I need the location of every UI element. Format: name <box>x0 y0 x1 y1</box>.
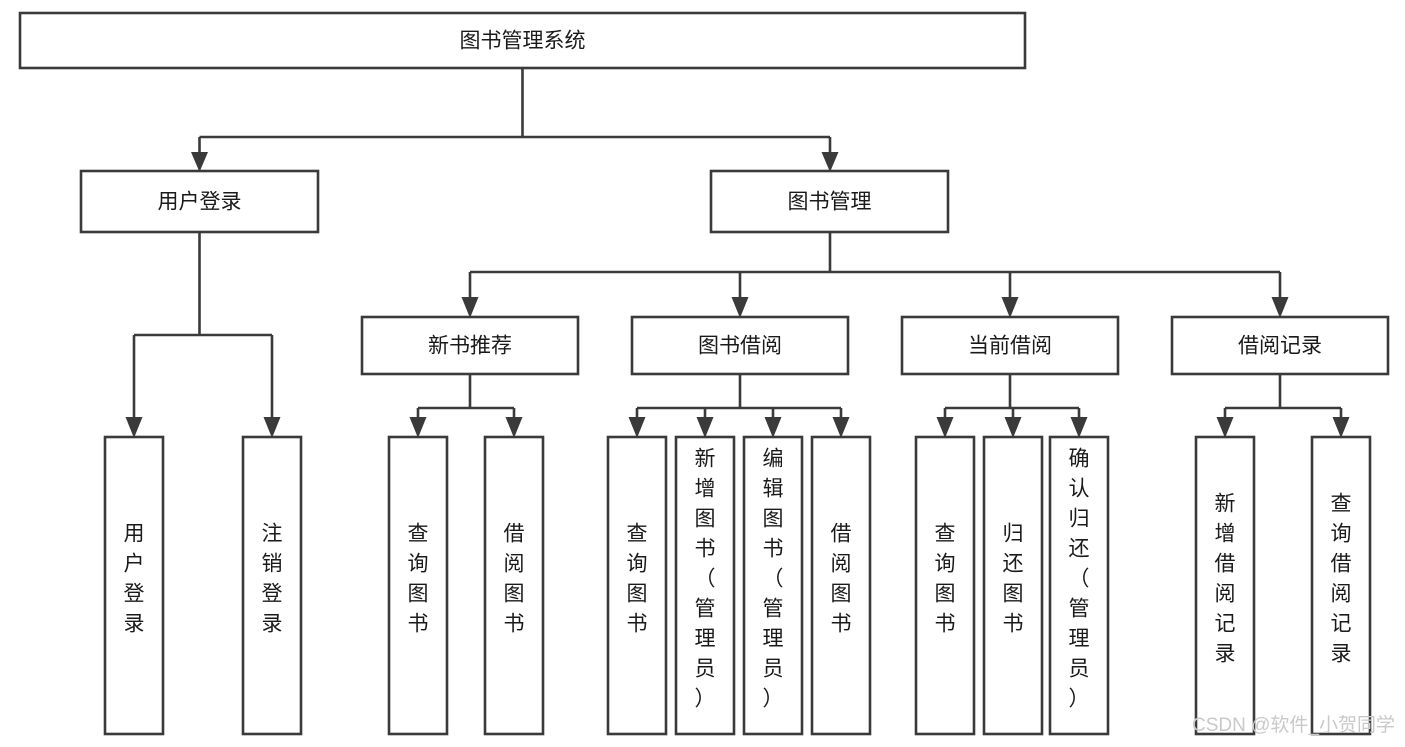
node-leaf-confirm-return-box[interactable] <box>1048 435 1110 736</box>
node-leaf-query-record[interactable]: 查询借阅记录 <box>1310 435 1372 736</box>
node-leaf-return-book[interactable]: 归还图书 <box>982 435 1044 736</box>
node-user-login[interactable]: 用户登录 <box>79 169 320 234</box>
arrow-head-leaf-return-book <box>1004 417 1022 438</box>
node-new-book-rec-box[interactable] <box>360 315 580 376</box>
arrow-head-leaf-logout <box>263 417 281 438</box>
node-leaf-add-book-box[interactable] <box>674 435 736 736</box>
node-leaf-query-book-1-box[interactable] <box>387 435 449 736</box>
arrow-head-new-book-rec <box>461 297 479 318</box>
node-leaf-confirm-return-label: 确认归还（管理员） <box>1069 448 1090 711</box>
node-leaf-logout-label: 注销登录 <box>262 523 283 636</box>
node-leaf-edit-book-label: 编辑图书（管理员） <box>763 448 784 711</box>
node-leaf-return-book-box[interactable] <box>982 435 1044 736</box>
node-leaf-borrow-book-1-box[interactable] <box>483 435 545 736</box>
node-root-label: 图书管理系统 <box>460 30 586 53</box>
node-leaf-logout-box[interactable] <box>241 435 303 736</box>
node-leaf-borrow-book-2[interactable]: 借阅图书 <box>810 435 872 736</box>
node-leaf-query-book-1[interactable]: 查询图书 <box>387 435 449 736</box>
arrow-head-leaf-borrow-book-1 <box>505 417 523 438</box>
node-leaf-edit-book[interactable]: 编辑图书（管理员） <box>742 435 804 736</box>
node-book-manage-box[interactable] <box>709 169 950 234</box>
node-leaf-add-book-label: 新增图书（管理员） <box>695 448 716 711</box>
node-leaf-confirm-return[interactable]: 确认归还（管理员） <box>1048 435 1110 736</box>
node-leaf-logout[interactable]: 注销登录 <box>241 435 303 736</box>
node-current-borrow-label: 当前借阅 <box>968 335 1052 358</box>
node-borrow-record-box[interactable] <box>1170 315 1390 376</box>
arrow-head-leaf-user-login <box>125 417 143 438</box>
arrow-head-leaf-borrow-book-2 <box>832 417 850 438</box>
arrow-head-leaf-add-book <box>696 417 714 438</box>
arrow-head-current-borrow <box>1001 297 1019 318</box>
node-leaf-borrow-book-2-label: 借阅图书 <box>831 523 852 636</box>
node-leaf-query-record-label: 查询借阅记录 <box>1331 493 1352 666</box>
node-leaf-borrow-book-1[interactable]: 借阅图书 <box>483 435 545 736</box>
node-leaf-query-book-1-label: 查询图书 <box>408 523 429 636</box>
arrow-head-leaf-query-book-2 <box>628 417 646 438</box>
node-leaf-query-book-3-label: 查询图书 <box>935 523 956 636</box>
arrow-head-leaf-query-book-3 <box>936 417 954 438</box>
node-borrow-record[interactable]: 借阅记录 <box>1170 315 1390 376</box>
node-root[interactable]: 图书管理系统 <box>18 11 1027 70</box>
node-leaf-add-record-box[interactable] <box>1194 435 1256 736</box>
node-leaf-query-book-2[interactable]: 查询图书 <box>606 435 668 736</box>
node-leaf-query-book-3-box[interactable] <box>914 435 976 736</box>
arrow-head-borrow-record <box>1271 297 1289 318</box>
connector-layer <box>125 68 1350 438</box>
node-new-book-rec-label: 新书推荐 <box>428 335 512 358</box>
node-user-login-box[interactable] <box>79 169 320 234</box>
node-leaf-borrow-book-1-label: 借阅图书 <box>504 523 525 636</box>
arrow-head-book-manage <box>821 152 839 172</box>
node-current-borrow-box[interactable] <box>900 315 1120 376</box>
node-leaf-user-login[interactable]: 用户登录 <box>103 435 165 736</box>
arrow-head-user-login <box>191 152 208 172</box>
node-new-book-rec[interactable]: 新书推荐 <box>360 315 580 376</box>
node-borrow-record-label: 借阅记录 <box>1238 335 1322 358</box>
node-leaf-return-book-label: 归还图书 <box>1003 523 1024 636</box>
node-leaf-add-record[interactable]: 新增借阅记录 <box>1194 435 1256 736</box>
node-leaf-query-book-3[interactable]: 查询图书 <box>914 435 976 736</box>
node-book-manage-label: 图书管理 <box>788 191 872 214</box>
node-book-borrow-box[interactable] <box>630 315 850 376</box>
arrow-head-leaf-query-record <box>1332 417 1350 438</box>
arrow-head-leaf-add-record <box>1216 417 1234 438</box>
node-root-box[interactable] <box>18 11 1027 70</box>
arrow-head-leaf-confirm-return <box>1070 417 1088 438</box>
node-user-login-label: 用户登录 <box>158 191 242 214</box>
arrow-head-leaf-edit-book <box>764 417 782 438</box>
node-book-borrow-label: 图书借阅 <box>698 335 782 358</box>
node-leaf-borrow-book-2-box[interactable] <box>810 435 872 736</box>
node-leaf-query-book-2-label: 查询图书 <box>627 523 648 636</box>
csdn-watermark: CSDN @软件_小贺同学 <box>1192 714 1395 736</box>
node-leaf-add-record-label: 新增借阅记录 <box>1215 493 1236 666</box>
node-current-borrow[interactable]: 当前借阅 <box>900 315 1120 376</box>
node-book-manage[interactable]: 图书管理 <box>709 169 950 234</box>
node-book-borrow[interactable]: 图书借阅 <box>630 315 850 376</box>
node-leaf-add-book[interactable]: 新增图书（管理员） <box>674 435 736 736</box>
node-leaf-user-login-box[interactable] <box>103 435 165 736</box>
node-leaf-user-login-label: 用户登录 <box>124 523 145 636</box>
node-leaf-edit-book-box[interactable] <box>742 435 804 736</box>
node-leaf-query-record-box[interactable] <box>1310 435 1372 736</box>
arrow-head-book-borrow <box>731 297 749 318</box>
arrow-head-leaf-query-book-1 <box>409 417 427 438</box>
node-leaf-query-book-2-box[interactable] <box>606 435 668 736</box>
